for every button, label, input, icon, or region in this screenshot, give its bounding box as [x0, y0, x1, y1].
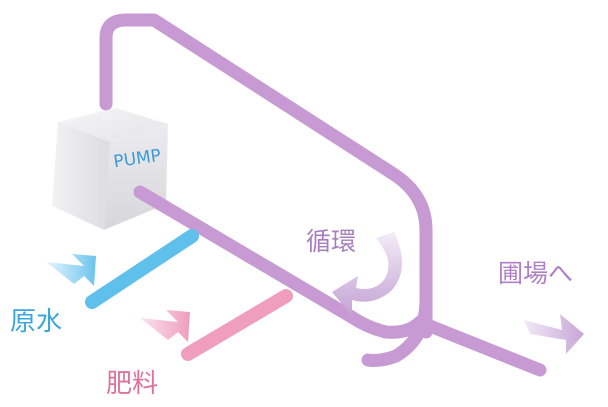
- raw-water-pipe: [85, 229, 199, 309]
- to-field-arrow: [524, 314, 584, 354]
- circulation-arrow: [332, 232, 403, 316]
- fertilizer-pipe: [181, 289, 293, 361]
- pump: PUMP: [52, 108, 168, 230]
- fertilizer-label: 肥料: [106, 369, 158, 399]
- fertilizer-arrow: [140, 310, 190, 342]
- raw-water-arrow: [46, 254, 96, 286]
- pipe-loop-return: [361, 293, 433, 367]
- pump-top-face: [58, 108, 168, 142]
- pump-left-face: [52, 122, 110, 230]
- to-field-label: 圃場へ: [498, 259, 573, 288]
- pipe-top-loop: [99, 13, 433, 339]
- raw-water-label: 原水: [10, 307, 62, 337]
- circulation-label: 循環: [306, 227, 356, 256]
